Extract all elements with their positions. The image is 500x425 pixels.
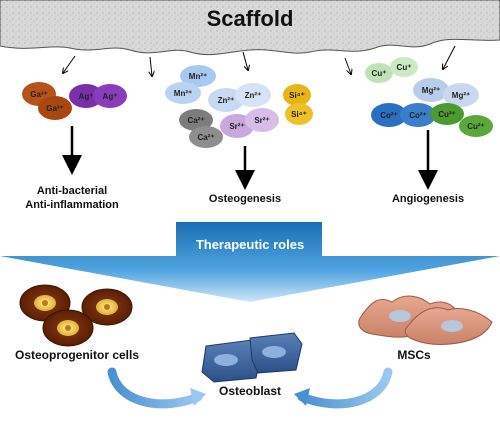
ion-label: Ga³⁺ — [46, 104, 64, 113]
curve-arrow-right — [297, 367, 393, 409]
ion-label: Ga³⁺ — [30, 90, 48, 99]
nucleolus — [65, 325, 71, 331]
curve-arrowhead-right — [294, 388, 310, 406]
nucleus — [214, 354, 238, 366]
ion-label: Cu⁺ — [397, 63, 412, 72]
ion-label: Mg²⁺ — [452, 91, 470, 100]
ion-label: Ca²⁺ — [197, 133, 214, 142]
banner-text: Therapeutic roles — [196, 237, 304, 252]
scaffold-shape — [0, 0, 500, 56]
label-osteogenesis: Osteogenesis — [208, 193, 282, 205]
ion-label: Ca²⁺ — [187, 116, 204, 125]
label-antibacterial: Anti-bacterial Anti-inflammation — [22, 184, 122, 212]
ion-label: Si⁴⁺ — [291, 110, 307, 119]
label-mscs: MSCs — [397, 348, 431, 362]
ion-label: Cu⁺ — [372, 69, 387, 78]
label-angiogenesis: Angiogenesis — [391, 193, 465, 205]
release-arrow — [150, 56, 152, 76]
release-arrow — [344, 57, 351, 74]
ion-group-antibacterial: Ga³⁺ Ga³⁺ Ag⁺ Ag⁺ — [22, 82, 127, 120]
ion-label: Co²⁺ — [380, 111, 398, 120]
ion-label: Mn²⁺ — [189, 72, 207, 81]
ion-ag — [69, 84, 103, 108]
nucleus — [262, 346, 286, 358]
ion-ag — [93, 84, 127, 108]
ion-cu2 — [459, 115, 493, 137]
ion-label: Cu²⁺ — [467, 122, 485, 131]
msc-cells — [358, 295, 493, 345]
osteoprogenitor-cells — [19, 284, 133, 347]
ion-label: Si⁴⁺ — [289, 91, 305, 100]
ion-cu2 — [430, 103, 464, 125]
ion-ga — [38, 96, 72, 120]
ion-label: Zn²⁺ — [218, 96, 235, 105]
nucleolus — [104, 304, 110, 310]
ion-mn — [165, 82, 201, 104]
curve-arrowhead-left — [190, 388, 206, 406]
ion-co — [371, 103, 407, 127]
ion-label: Ag⁺ — [79, 92, 94, 101]
release-arrow — [443, 45, 456, 69]
release-arrows — [63, 45, 456, 76]
ion-label: Zn²⁺ — [245, 91, 262, 100]
label-osteoprogenitor: Osteoprogenitor cells — [14, 348, 140, 362]
ion-label: Mg²⁺ — [422, 86, 440, 95]
ion-zn — [235, 83, 271, 107]
ion-label: Sr²⁺ — [229, 122, 244, 131]
ion-cu1 — [390, 57, 418, 77]
ion-mg — [413, 78, 449, 102]
ion-sr — [245, 108, 279, 132]
osteoblast-cells — [201, 332, 303, 383]
ion-mg — [443, 83, 479, 107]
scaffold-title: Scaffold — [207, 6, 294, 31]
ion-label: Sr²⁺ — [254, 116, 269, 125]
release-arrow — [242, 51, 248, 70]
ion-ca — [189, 126, 223, 148]
ion-cu1 — [365, 63, 393, 83]
ion-mn — [180, 65, 216, 87]
ion-si — [285, 103, 313, 125]
ion-co — [400, 103, 436, 127]
release-arrow — [63, 55, 76, 73]
ion-label: Co²⁺ — [409, 111, 427, 120]
label-osteoblast: Osteoblast — [218, 384, 281, 398]
curve-arrow-left — [107, 367, 203, 409]
ion-group-osteogenesis: Mn²⁺ Mn²⁺ Zn²⁺ Zn²⁺ Ca²⁺ Ca²⁺ Sr²⁺ Sr²⁺ … — [165, 65, 313, 148]
ion-label: Ag⁺ — [103, 92, 118, 101]
therapeutic-banner — [0, 222, 500, 302]
ion-zn — [208, 88, 244, 112]
nucleolus — [42, 300, 48, 306]
ion-si — [283, 84, 311, 106]
label-line: Anti-bacterial — [36, 185, 108, 197]
nucleus — [441, 320, 463, 332]
label-line: Anti-inflammation — [25, 199, 119, 211]
ion-label: Cu²⁺ — [438, 110, 456, 119]
ion-group-angiogenesis: Cu⁺ Cu⁺ Mg²⁺ Mg²⁺ Co²⁺ Co²⁺ Cu²⁺ Cu²⁺ — [365, 57, 493, 137]
ion-label: Mn²⁺ — [174, 89, 192, 98]
nucleus — [389, 310, 411, 322]
ion-ca — [179, 109, 213, 131]
